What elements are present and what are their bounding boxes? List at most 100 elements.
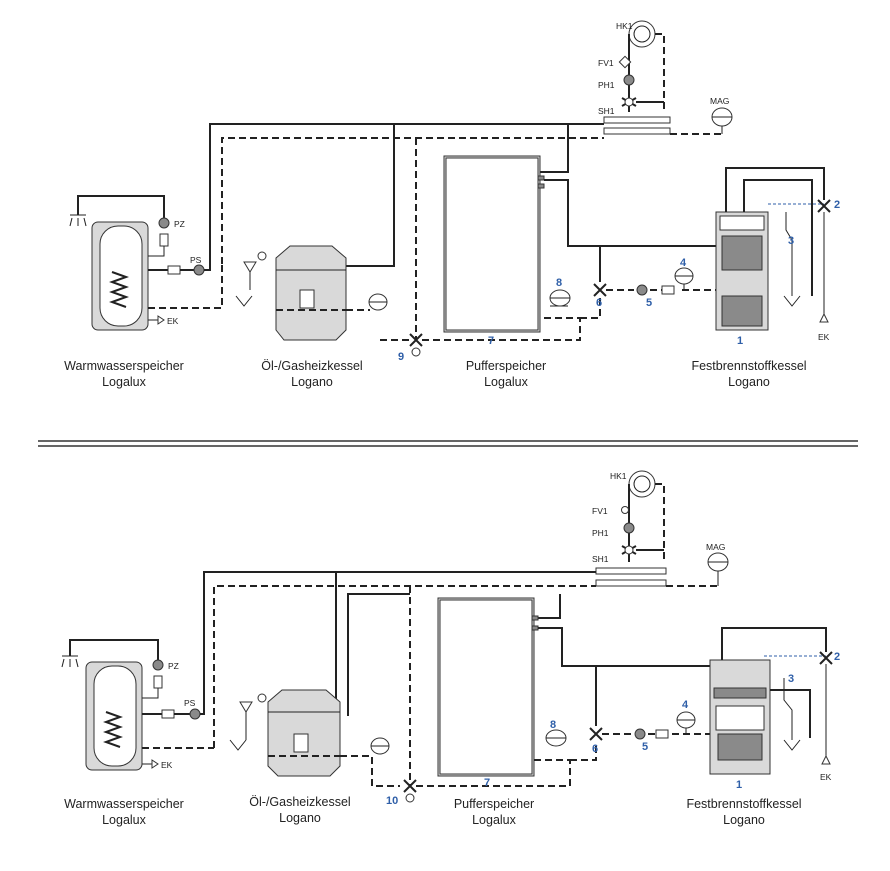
heat-exchanger-coil-icon [103,711,123,748]
mixer-valve-9: 9 [380,333,423,363]
number-8: 8 [550,719,556,731]
tank-charging-pump-icon [193,264,205,276]
number-4: 4 [682,699,689,711]
tank-charging-pump-icon [189,708,201,720]
oil-subtitle: Logano [279,811,321,825]
number-5: 5 [646,297,652,309]
ek-boiler-label: EK [818,332,830,342]
number-6: 6 [596,297,602,309]
scheme-divider [38,440,858,447]
solid-fuel-boiler: 2 3 1 EK Festbrennstoffkessel Logano [691,167,840,389]
number-1: 1 [736,779,742,791]
flow-valve-icon [621,506,629,514]
dhw-tank: PZ PS EK Warmwasserspeicher Logalux [61,639,214,827]
expansion-vessel-mag: MAG [706,542,729,586]
solid-subtitle: Logano [728,375,770,389]
scheme-2: HK1 FV1 PH1 SH1 MAG [61,470,840,827]
manifold-icon [595,567,667,575]
flow-valve-icon [618,55,632,69]
mixer-valve-6: 6 [593,283,607,309]
expansion-vessel-4: 4 [676,699,696,734]
heat-exchanger-coil-icon [109,271,129,308]
buffer-subtitle: Logalux [484,375,529,389]
ps-label: PS [184,698,196,708]
oil-boiler-body [267,689,341,777]
expansion-vessel-8: 8 [545,719,567,747]
number-1: 1 [737,335,743,347]
buffer-tank: 7 Pufferspeicher Logalux [416,597,571,827]
solid-subtitle: Logano [723,813,765,827]
three-way-valve-icon [403,779,417,793]
number-7: 7 [484,777,490,789]
thermal-valve-icon [817,199,831,213]
expansion-vessel-4: 4 [674,257,694,290]
pump-5: 5 [636,284,675,309]
three-way-valve-icon [409,333,423,347]
circulation-pump-icon [152,659,164,671]
safety-valve-icon [235,251,267,307]
ek-tank-label: EK [161,760,173,770]
pz-label: PZ [168,661,179,671]
heating-circuit-group: HK1 FV1 PH1 SH1 [598,20,671,135]
mag-label: MAG [710,96,729,106]
expansion-vessel-8: 8 [549,277,571,307]
number-3: 3 [788,235,794,247]
fv1-label: FV1 [592,506,608,516]
dhw-tank: PZ PS EK Warmwasserspeicher Logalux [64,195,223,389]
oil-gas-boiler: Öl-/Gasheizkessel Logano [229,689,400,825]
fv1-label: FV1 [598,58,614,68]
pz-label: PZ [174,219,185,229]
number-2: 2 [834,651,840,663]
radiator-icon [628,20,656,48]
dhw-title: Warmwasserspeicher [64,797,184,811]
expansion-vessel-mag: MAG [710,96,733,134]
dhw-subtitle: Logalux [102,813,147,827]
safety-valve-icon [229,693,267,751]
mixer-valve-6: 6 [589,727,603,755]
radiator-icon [628,470,656,498]
oil-title: Öl-/Gasheizkessel [261,359,362,373]
pump-icon [623,522,635,534]
number-8: 8 [556,277,562,289]
shower-icon [61,655,79,668]
number-5: 5 [642,741,648,753]
pump-5: 5 [634,728,669,753]
number-4: 4 [680,257,687,269]
sh1-label: SH1 [592,554,609,564]
hk1-label: HK1 [610,471,627,481]
solid-title: Festbrennstoffkessel [686,797,801,811]
number-10: 10 [386,795,398,807]
oil-subtitle: Logano [291,375,333,389]
number-2: 2 [834,199,840,211]
shower-icon [69,214,87,227]
sh1-label: SH1 [598,106,615,116]
mag-label: MAG [706,542,725,552]
number-3: 3 [788,673,794,685]
thermal-valve-icon [819,651,833,665]
buffer-subtitle: Logalux [472,813,517,827]
manifold-icon [603,116,671,124]
solid-title: Festbrennstoffkessel [691,359,806,373]
solid-fuel-boiler: 2 3 1 EK Festbrennstoffkessel Logano [686,627,840,827]
scheme-1: HK1 FV1 PH1 SH1 MAG [64,20,840,389]
ek-tank-label: EK [167,316,179,326]
heating-circuit-group: HK1 FV1 PH1 SH1 [592,470,667,587]
buffer-tank: 7 Pufferspeicher Logalux [422,155,581,389]
pump-icon [623,74,635,86]
number-7: 7 [488,335,494,347]
number-6: 6 [592,743,598,755]
dhw-title: Warmwasserspeicher [64,359,184,373]
number-9: 9 [398,351,404,363]
ph1-label: PH1 [592,528,609,538]
mixer-valve-10: 10 [386,779,417,807]
circulation-pump-icon [158,217,170,229]
buffer-title: Pufferspeicher [454,797,534,811]
ek-boiler-label: EK [820,772,832,782]
buffer-title: Pufferspeicher [466,359,546,373]
dhw-subtitle: Logalux [102,375,147,389]
oil-title: Öl-/Gasheizkessel [249,795,350,809]
hk1-label: HK1 [616,21,633,31]
oil-gas-boiler: Öl-/Gasheizkessel Logano [235,245,388,389]
ps-label: PS [190,255,202,265]
